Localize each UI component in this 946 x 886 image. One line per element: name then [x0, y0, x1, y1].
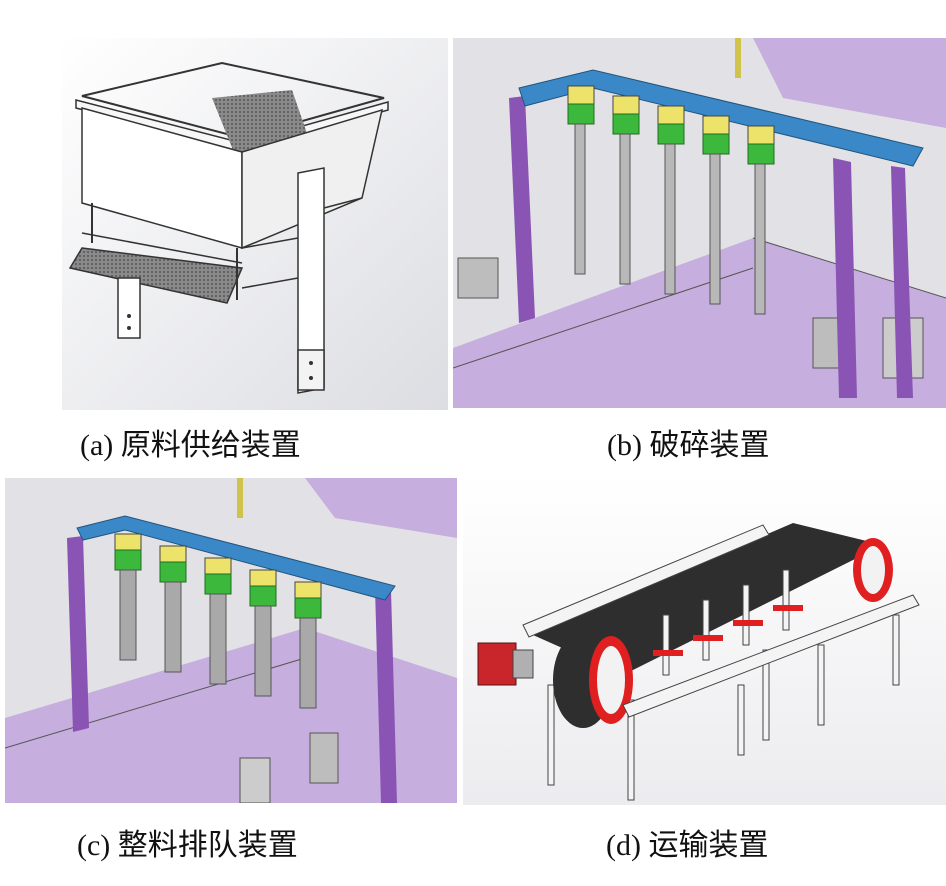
queuing-illustration	[5, 478, 457, 803]
conveyor-illustration	[463, 475, 946, 805]
hopper-illustration	[62, 38, 448, 410]
caption-a: (a) 原料供给装置	[80, 429, 301, 462]
hopper-drawing	[62, 38, 448, 410]
caption-c: (c) 整料排队装置	[77, 829, 298, 862]
crusher-illustration	[453, 38, 946, 408]
crusher-drawing	[453, 38, 946, 408]
caption-b: (b) 破碎装置	[607, 429, 770, 462]
queuing-drawing	[5, 478, 457, 803]
conveyor-drawing	[463, 475, 946, 805]
caption-d: (d) 运输装置	[606, 829, 769, 862]
